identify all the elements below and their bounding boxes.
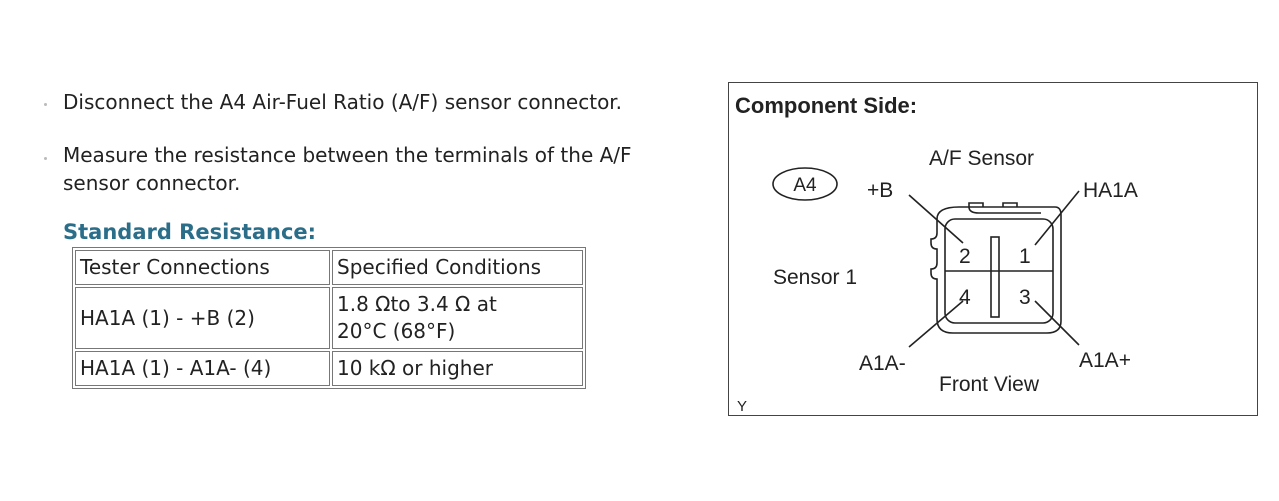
bullet-mark [44,157,47,160]
leader-line-2 [908,194,964,244]
terminal-number-2: 2 [959,245,971,268]
column-header-connections: Tester Connections [75,250,330,285]
step-measure-line1: Measure the resistance between the termi… [63,143,632,167]
cell-condition: 10 kΩ or higher [332,351,583,386]
standard-resistance-heading: Standard Resistance: [63,220,317,244]
sensor-name-label: A/F Sensor [929,147,1034,170]
cell-connection: HA1A (1) - A1A- (4) [75,351,330,386]
leader-line-1 [1034,190,1080,246]
step-measure-line2: sensor connector. [63,171,241,195]
connector-body [930,202,1062,334]
terminal-name-2: +B [867,179,893,202]
terminal-number-3: 3 [1019,286,1031,309]
connector-diagram: Component Side: A/F Sensor A4 +B HA1A Se… [728,82,1258,416]
diagram-title: Component Side: [735,93,917,118]
leader-line-3 [1034,300,1080,346]
view-label: Front View [939,373,1040,396]
bullet-mark [44,103,47,106]
sensor-position-label: Sensor 1 [773,266,857,289]
terminal-name-4: A1A- [859,352,906,375]
table-header-row: Tester Connections Specified Conditions [75,250,583,285]
terminal-number-1: 1 [1019,245,1031,268]
step-measure: Measure the resistance between the termi… [63,141,632,197]
cell-condition-line2: 20°C (68°F) [337,319,456,343]
resistance-table: Tester Connections Specified Conditions … [72,247,586,389]
connector-id-label: A4 [793,175,817,196]
step-disconnect: Disconnect the A4 Air-Fuel Ratio (A/F) s… [63,90,623,114]
cell-connection: HA1A (1) - +B (2) [75,287,330,349]
table-row: HA1A (1) - A1A- (4) 10 kΩ or higher [75,351,583,386]
leader-lines [908,190,1080,348]
column-header-conditions: Specified Conditions [332,250,583,285]
table-row: HA1A (1) - +B (2) 1.8 Ωto 3.4 Ω at 20°C … [75,287,583,349]
leader-line-4 [908,300,964,348]
cell-condition: 1.8 Ωto 3.4 Ω at 20°C (68°F) [332,287,583,349]
connector-diagram-svg: Component Side: A/F Sensor A4 +B HA1A Se… [735,93,1138,415]
connector-id-oval [772,167,838,201]
cell-condition-line1: 1.8 Ωto 3.4 Ω at [337,292,497,316]
terminal-number-4: 4 [959,286,971,309]
terminal-name-3: A1A+ [1079,349,1131,372]
corner-mark: Y [737,398,747,415]
terminal-name-1: HA1A [1083,179,1138,202]
